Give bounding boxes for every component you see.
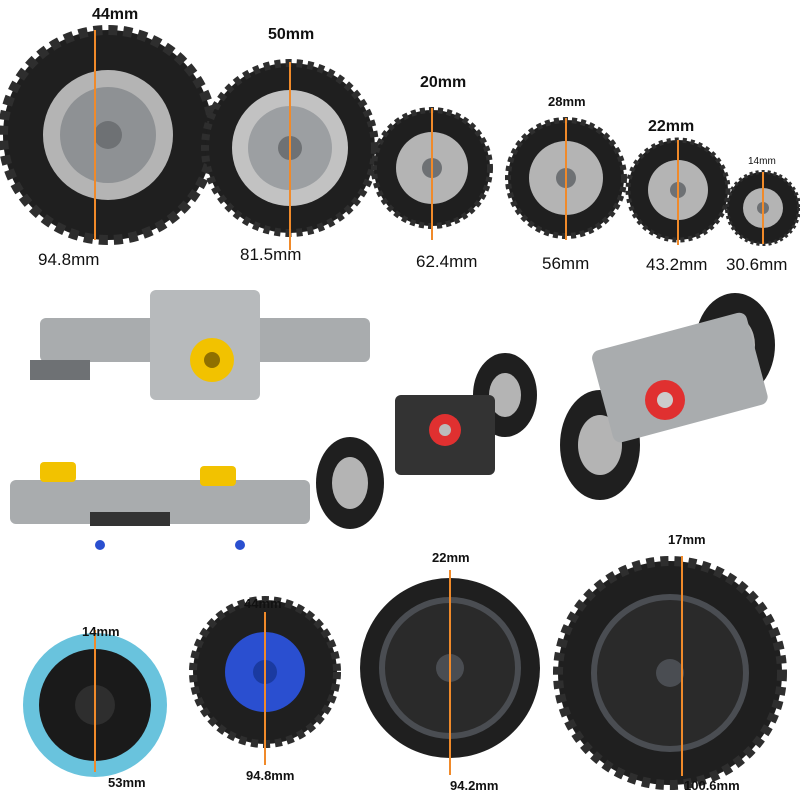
wheel-100-6mm — [553, 556, 787, 790]
bottom-wheel-row — [23, 556, 787, 790]
bottom-diameter-label-1: 53mm — [108, 775, 146, 790]
chassis-models — [10, 290, 775, 550]
top-wheel-row — [0, 25, 800, 250]
chassis-center — [316, 353, 537, 529]
bottom-width-label-1: 14mm — [82, 624, 120, 639]
top-width-label-3: 20mm — [420, 74, 467, 91]
top-diameter-label-3: 62.4mm — [416, 252, 478, 271]
bottom-diameter-label-2: 94.8mm — [246, 768, 295, 783]
top-width-label-6: 14mm — [748, 156, 776, 167]
bottom-width-label-4: 17mm — [668, 532, 706, 547]
wheel-94-8mm — [0, 25, 218, 245]
wheel-53mm — [23, 630, 167, 777]
top-diameter-label-2: 81.5mm — [240, 245, 302, 264]
wheel-94-2mm — [360, 570, 540, 775]
top-width-label-1: 44mm — [92, 6, 139, 23]
wheel-43-2mm — [625, 137, 731, 245]
chassis-lower-left — [10, 462, 310, 550]
top-width-label-4: 28mm — [548, 94, 586, 109]
top-diameter-label-5: 43.2mm — [646, 255, 708, 274]
bottom-diameter-label-3: 94.2mm — [450, 778, 499, 793]
top-width-label-5: 22mm — [648, 118, 695, 135]
wheel-94-8mm-blue — [189, 596, 341, 765]
wheel-62-4mm — [371, 107, 493, 240]
top-diameter-label-6: 30.6mm — [726, 255, 788, 274]
wheel-56mm — [505, 117, 627, 240]
top-diameter-label-1: 94.8mm — [38, 250, 100, 269]
bottom-width-label-2: 44mm — [244, 596, 282, 611]
chassis-right — [560, 293, 775, 500]
top-diameter-label-4: 56mm — [542, 254, 590, 273]
bottom-width-label-3: 22mm — [432, 550, 470, 565]
wheel-81-5mm — [201, 59, 379, 250]
wheel-30-6mm — [725, 170, 800, 246]
bottom-diameter-label-4: 100.6mm — [684, 778, 740, 793]
chassis-upper-left — [30, 290, 370, 400]
top-width-label-2: 50mm — [268, 26, 315, 43]
